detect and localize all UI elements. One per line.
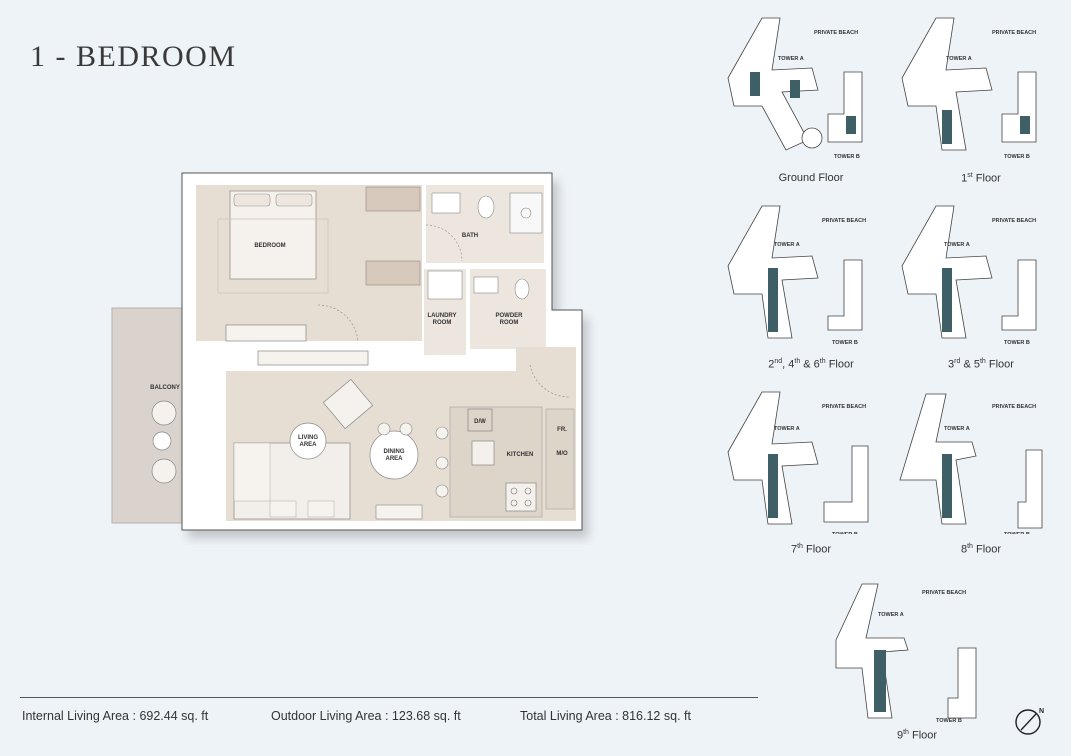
svg-text:TOWER B: TOWER B — [1004, 532, 1030, 534]
north-arrow-icon: N — [1015, 708, 1044, 735]
svg-text:AREA: AREA — [299, 442, 317, 448]
room-label-bedroom: BEDROOM — [254, 243, 285, 249]
room-label-living: LIVING — [298, 435, 318, 441]
room-label-balcony: BALCONY — [150, 385, 180, 391]
svg-text:TOWER A: TOWER A — [944, 426, 970, 432]
svg-text:BEDROOM: BEDROOM — [254, 243, 285, 249]
svg-text:FR.: FR. — [557, 427, 567, 433]
room-label-kitchen: KITCHEN — [507, 452, 534, 458]
svg-text:TOWER B: TOWER B — [832, 532, 858, 534]
room-label-dining: DINING — [384, 449, 405, 455]
svg-text:ROOM: ROOM — [433, 320, 452, 326]
svg-text:PRIVATE BEACH: PRIVATE BEACH — [814, 30, 858, 36]
svg-text:POWDER: POWDER — [496, 313, 524, 319]
caption-8th-floor: 8th Floor — [960, 543, 1002, 556]
label-microwave: M/O — [556, 451, 568, 457]
svg-text:TOWER B: TOWER B — [834, 154, 860, 160]
svg-text:N: N — [1039, 708, 1044, 715]
svg-text:M/O: M/O — [556, 451, 568, 457]
svg-text:TOWER B: TOWER B — [832, 340, 858, 346]
svg-text:TOWER A: TOWER A — [774, 426, 800, 432]
tv-unit — [257, 350, 369, 366]
floor-plan: BEDROOM BATH LAUNDRY ROOM POWDER ROOM BA… — [111, 172, 583, 531]
dishwasher — [467, 408, 493, 432]
balcony-table — [152, 431, 172, 451]
svg-text:TOWER B: TOWER B — [936, 718, 962, 722]
room-label-laundry-room: ROOM — [433, 320, 452, 326]
key-plan-3rd-5th: PRIVATE BEACH TOWER A TOWER B — [901, 205, 1037, 346]
outdoor-area: Outdoor Living Area : 123.68 sq. ft — [271, 709, 461, 723]
room-label-powder-room: ROOM — [500, 320, 519, 326]
footer-divider — [20, 697, 758, 698]
svg-text:PRIVATE BEACH: PRIVATE BEACH — [922, 590, 966, 596]
dining-table — [369, 430, 419, 480]
total-area: Total Living Area : 816.12 sq. ft — [520, 709, 691, 723]
svg-text:TOWER A: TOWER A — [946, 56, 972, 62]
svg-text:PRIVATE BEACH: PRIVATE BEACH — [992, 218, 1036, 224]
hob — [505, 482, 537, 512]
svg-text:AREA: AREA — [385, 456, 403, 462]
svg-text:DINING: DINING — [384, 449, 405, 455]
svg-text:PRIVATE BEACH: PRIVATE BEACH — [822, 218, 866, 224]
caption-1st-floor: 1st Floor — [961, 172, 1001, 185]
svg-text:TOWER A: TOWER A — [878, 612, 904, 618]
kitchen-appliance — [545, 408, 575, 510]
armchair — [322, 378, 374, 430]
caption-7th-floor: 7th Floor — [790, 543, 832, 556]
svg-text:PRIVATE BEACH: PRIVATE BEACH — [992, 404, 1036, 410]
caption-9th-floor: 9th Floor — [896, 729, 938, 742]
svg-text:BATH: BATH — [462, 233, 478, 239]
shower — [509, 192, 543, 234]
svg-text:TOWER A: TOWER A — [944, 242, 970, 248]
svg-text:D/W: D/W — [474, 419, 486, 425]
svg-text:KITCHEN: KITCHEN — [507, 452, 534, 458]
svg-text:TOWER A: TOWER A — [774, 242, 800, 248]
svg-text:LIVING: LIVING — [298, 435, 318, 441]
sink — [471, 440, 495, 466]
svg-text:BALCONY: BALCONY — [150, 385, 180, 391]
svg-text:LAUNDRY: LAUNDRY — [427, 313, 456, 319]
internal-area: Internal Living Area : 692.44 sq. ft — [22, 709, 209, 723]
coffee-table — [289, 422, 327, 460]
caption-3rd-5th-floor: 3rd & 5th Floor — [948, 358, 1014, 371]
label-fridge: FR. — [557, 427, 567, 433]
balcony-chair — [151, 458, 177, 484]
room-label-dining-area: AREA — [385, 456, 403, 462]
svg-text:TOWER A: TOWER A — [778, 56, 804, 62]
key-plan-8th: PRIVATE BEACH TOWER A TOWER B — [899, 393, 1043, 534]
wardrobe — [365, 186, 421, 212]
room-label-laundry: LAUNDRY — [427, 313, 456, 319]
svg-text:ROOM: ROOM — [500, 320, 519, 326]
balcony-chair — [151, 400, 177, 426]
svg-text:TOWER B: TOWER B — [1004, 154, 1030, 160]
entry-floor — [516, 347, 576, 387]
key-plan-7th: PRIVATE BEACH TOWER A TOWER B — [727, 391, 869, 534]
key-plan-2nd-4th-6th: PRIVATE BEACH TOWER A TOWER B — [727, 205, 866, 346]
caption-ground-floor: Ground Floor — [778, 172, 844, 184]
caption-2nd-4th-6th-floor: 2nd, 4th & 6th Floor — [768, 358, 854, 371]
laundry-unit — [427, 270, 463, 300]
key-plan-1st: PRIVATE BEACH TOWER A TOWER B — [901, 17, 1037, 160]
room-label-powder: POWDER — [496, 313, 524, 319]
svg-text:PRIVATE BEACH: PRIVATE BEACH — [992, 30, 1036, 36]
room-label-living-area: AREA — [299, 442, 317, 448]
wardrobe — [365, 260, 421, 286]
key-plan-9th: PRIVATE BEACH TOWER A TOWER B — [835, 583, 977, 722]
svg-text:PRIVATE BEACH: PRIVATE BEACH — [822, 404, 866, 410]
key-plan-ground: PRIVATE BEACH TOWER A TOWER B — [727, 17, 863, 160]
svg-text:TOWER B: TOWER B — [1004, 340, 1030, 346]
page-title: 1 - BEDROOM — [30, 40, 237, 73]
room-label-bath: BATH — [462, 233, 478, 239]
label-dishwasher: D/W — [474, 419, 486, 425]
tv-unit — [225, 324, 307, 342]
